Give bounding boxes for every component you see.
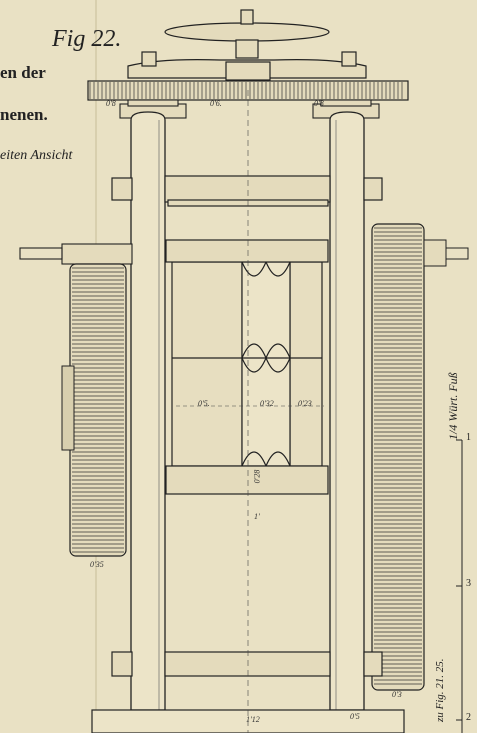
dim-roll-center: 0'32 [260,399,274,408]
dim-base-width: 1'12 [246,715,260,724]
dim-right-gear: 0'3 [392,690,402,699]
side-frames [130,111,365,711]
scale-tick-2: 2 [466,712,471,723]
left-shaft [19,243,133,265]
handwheel [164,9,330,59]
scale-reference: zu Fig. 21. 25. [434,658,446,722]
dim-vertical-center: 0'28 [252,469,262,484]
scale-bar [456,439,463,733]
dim-vertical-lower: 1' [254,512,260,521]
dim-base-right: 0'5 [350,712,360,721]
figure-title: Fig 22. [52,26,122,52]
dim-roll-right: 0'23 [298,399,312,408]
scale-tick-1: 1 [466,432,471,443]
roll-assembly [165,239,329,495]
dim-left-gear: 0'35 [90,560,104,569]
text-fragment-2: nenen. [0,105,48,124]
right-spur-gear [371,223,469,691]
dim-top-right: 0'8 [314,99,324,108]
text-fragment-1: en der [0,63,46,82]
text-fragment-3: eiten Ansicht [0,148,73,163]
scale-caption: 1/4 Würt. Fuß [446,372,460,440]
scale-tick-3: 3 [466,578,471,589]
dim-top-left: 0'8 [106,99,116,108]
dim-roll-left: 0'5. [198,399,210,408]
left-spur-gear [61,263,127,557]
crosshead-beam [127,51,367,81]
lower-tie-bar [111,651,383,677]
dim-top-center: 0'6. [210,99,222,108]
